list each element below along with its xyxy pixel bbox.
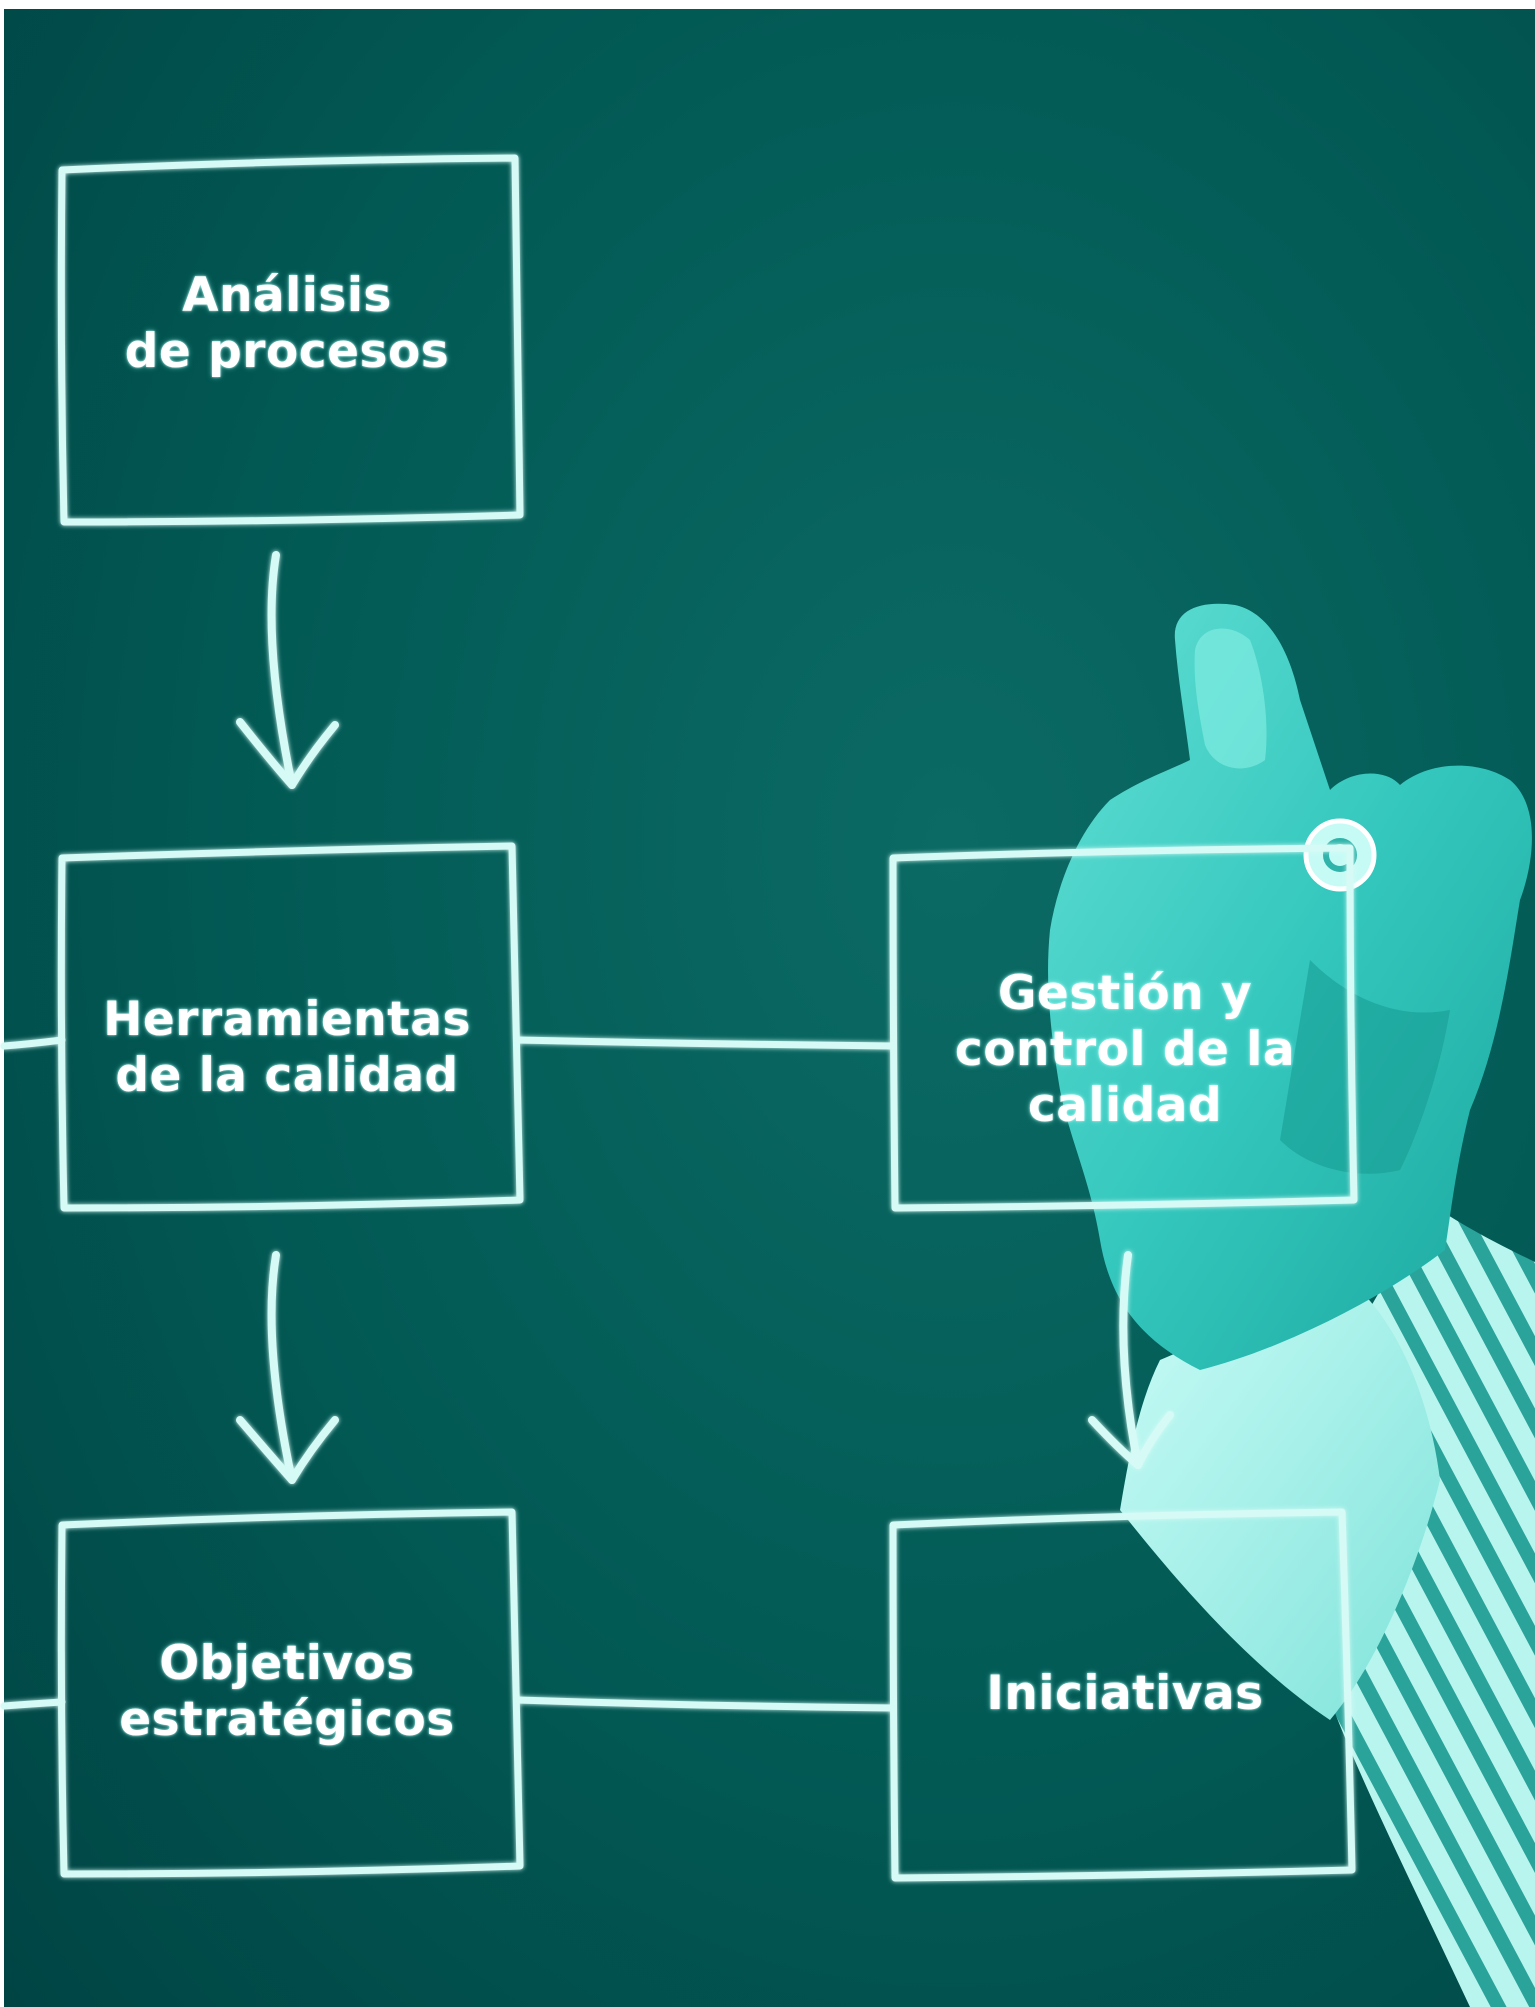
marker-cap [1303, 818, 1377, 892]
box-objetivos-outline [57, 1508, 524, 1878]
box-label-iniciativas: Iniciativas [986, 1666, 1264, 1721]
box-gestion-outline [889, 844, 1358, 1212]
box-analisis-outline [57, 154, 524, 526]
connector-objetivos-iniciativas [514, 1696, 897, 1712]
box-label-objetivos-estrategicos: Objetivos estratégicos [119, 1636, 455, 1747]
hand-drawn-down-arrow-icon [236, 1251, 339, 1484]
connector-herramientas-gestion [514, 1036, 897, 1050]
box-label-gestion-y-control: Gestión y control de la calidad [954, 966, 1296, 1133]
knuckle-shade [1280, 960, 1450, 1174]
connector-left-objetivos [0, 1698, 66, 1710]
finger-highlight [1194, 628, 1267, 769]
hand [1048, 603, 1532, 1370]
hand-drawn-down-arrow-icon [236, 551, 339, 789]
marker-tip [1323, 838, 1357, 872]
connector-left-herramientas [0, 1036, 66, 1050]
box-label-analisis-de-procesos: Análisis de procesos [124, 268, 450, 379]
top-border [0, 0, 1535, 9]
left-border [0, 0, 4, 2007]
hand-drawn-down-arrow-icon [1088, 1251, 1174, 1469]
box-iniciativas-outline [889, 1508, 1356, 1882]
box-herramientas-outline [57, 842, 524, 1212]
cuff [1120, 1290, 1440, 1720]
hand-holding-marker-icon [1048, 603, 1535, 2007]
box-label-herramientas-de-la-calidad: Herramientas de la calidad [103, 992, 471, 1103]
